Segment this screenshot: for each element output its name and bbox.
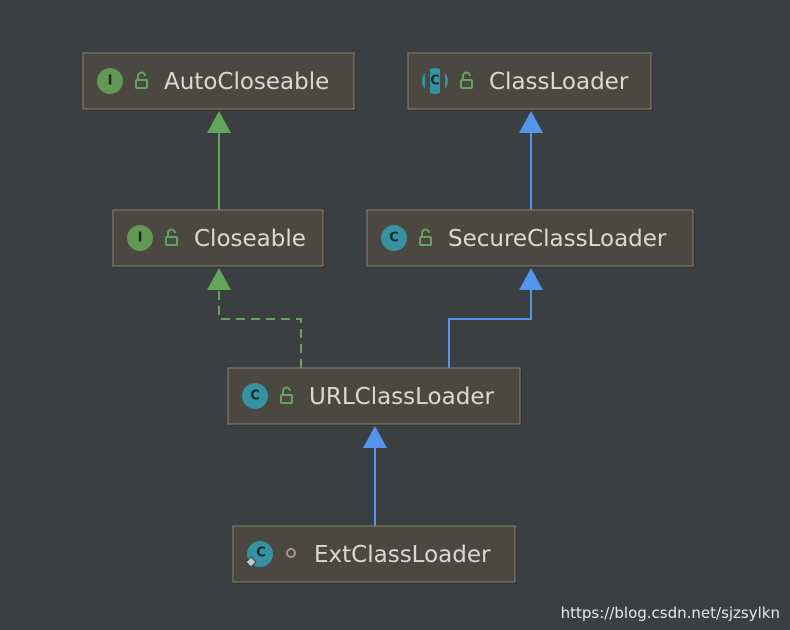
interface-icon: I (127, 225, 153, 251)
abstract-class-icon: C (422, 68, 448, 94)
public-lock-icon (135, 71, 148, 89)
node-label: SecureClassLoader (448, 226, 667, 252)
public-lock-icon (419, 228, 432, 246)
edge-arrowhead (207, 111, 231, 133)
edges (207, 111, 543, 526)
edge-secureclassloader-to-classloader (519, 111, 543, 210)
node-closeable[interactable]: I Closeable (112, 209, 325, 268)
class-icon: C (242, 383, 268, 409)
watermark: https://blog.csdn.net/sjzsylkn (560, 604, 780, 622)
interface-icon: I (97, 68, 123, 94)
edge-arrowhead (207, 268, 231, 290)
svg-text:I: I (138, 231, 143, 246)
edge-closeable-to-autocloseable (207, 111, 231, 210)
node-secureclassloader[interactable]: C SecureClassLoader (366, 209, 695, 268)
node-label: AutoCloseable (164, 69, 329, 95)
class-icon: C (381, 225, 407, 251)
svg-text:C: C (389, 231, 399, 246)
svg-text:C: C (256, 546, 266, 561)
node-classloader[interactable]: C ClassLoader (407, 52, 653, 111)
edge-extclassloader-to-urlclassloader (363, 426, 387, 526)
svg-text:I: I (108, 74, 113, 89)
edge-arrowhead (519, 268, 543, 290)
svg-text:C: C (250, 389, 260, 404)
node-label: URLClassLoader (309, 384, 494, 410)
static-class-icon: C (245, 541, 273, 568)
edge-arrowhead (519, 111, 543, 133)
package-private-dot-icon (286, 548, 296, 558)
public-lock-icon (165, 228, 178, 246)
edge-urlclassloader-to-closeable (207, 268, 302, 368)
node-label: ExtClassLoader (314, 542, 491, 568)
public-lock-icon (280, 386, 293, 404)
svg-text:C: C (430, 74, 440, 89)
node-urlclassloader[interactable]: C URLClassLoader (227, 367, 522, 426)
node-label: Closeable (194, 226, 306, 252)
node-label: ClassLoader (489, 69, 629, 95)
edge-urlclassloader-to-secureclassloader (448, 268, 543, 368)
node-autocloseable[interactable]: I AutoCloseable (82, 52, 356, 111)
public-lock-icon (460, 71, 473, 89)
edge-arrowhead (363, 426, 387, 448)
node-extclassloader[interactable]: C ExtClassLoader (232, 525, 517, 584)
